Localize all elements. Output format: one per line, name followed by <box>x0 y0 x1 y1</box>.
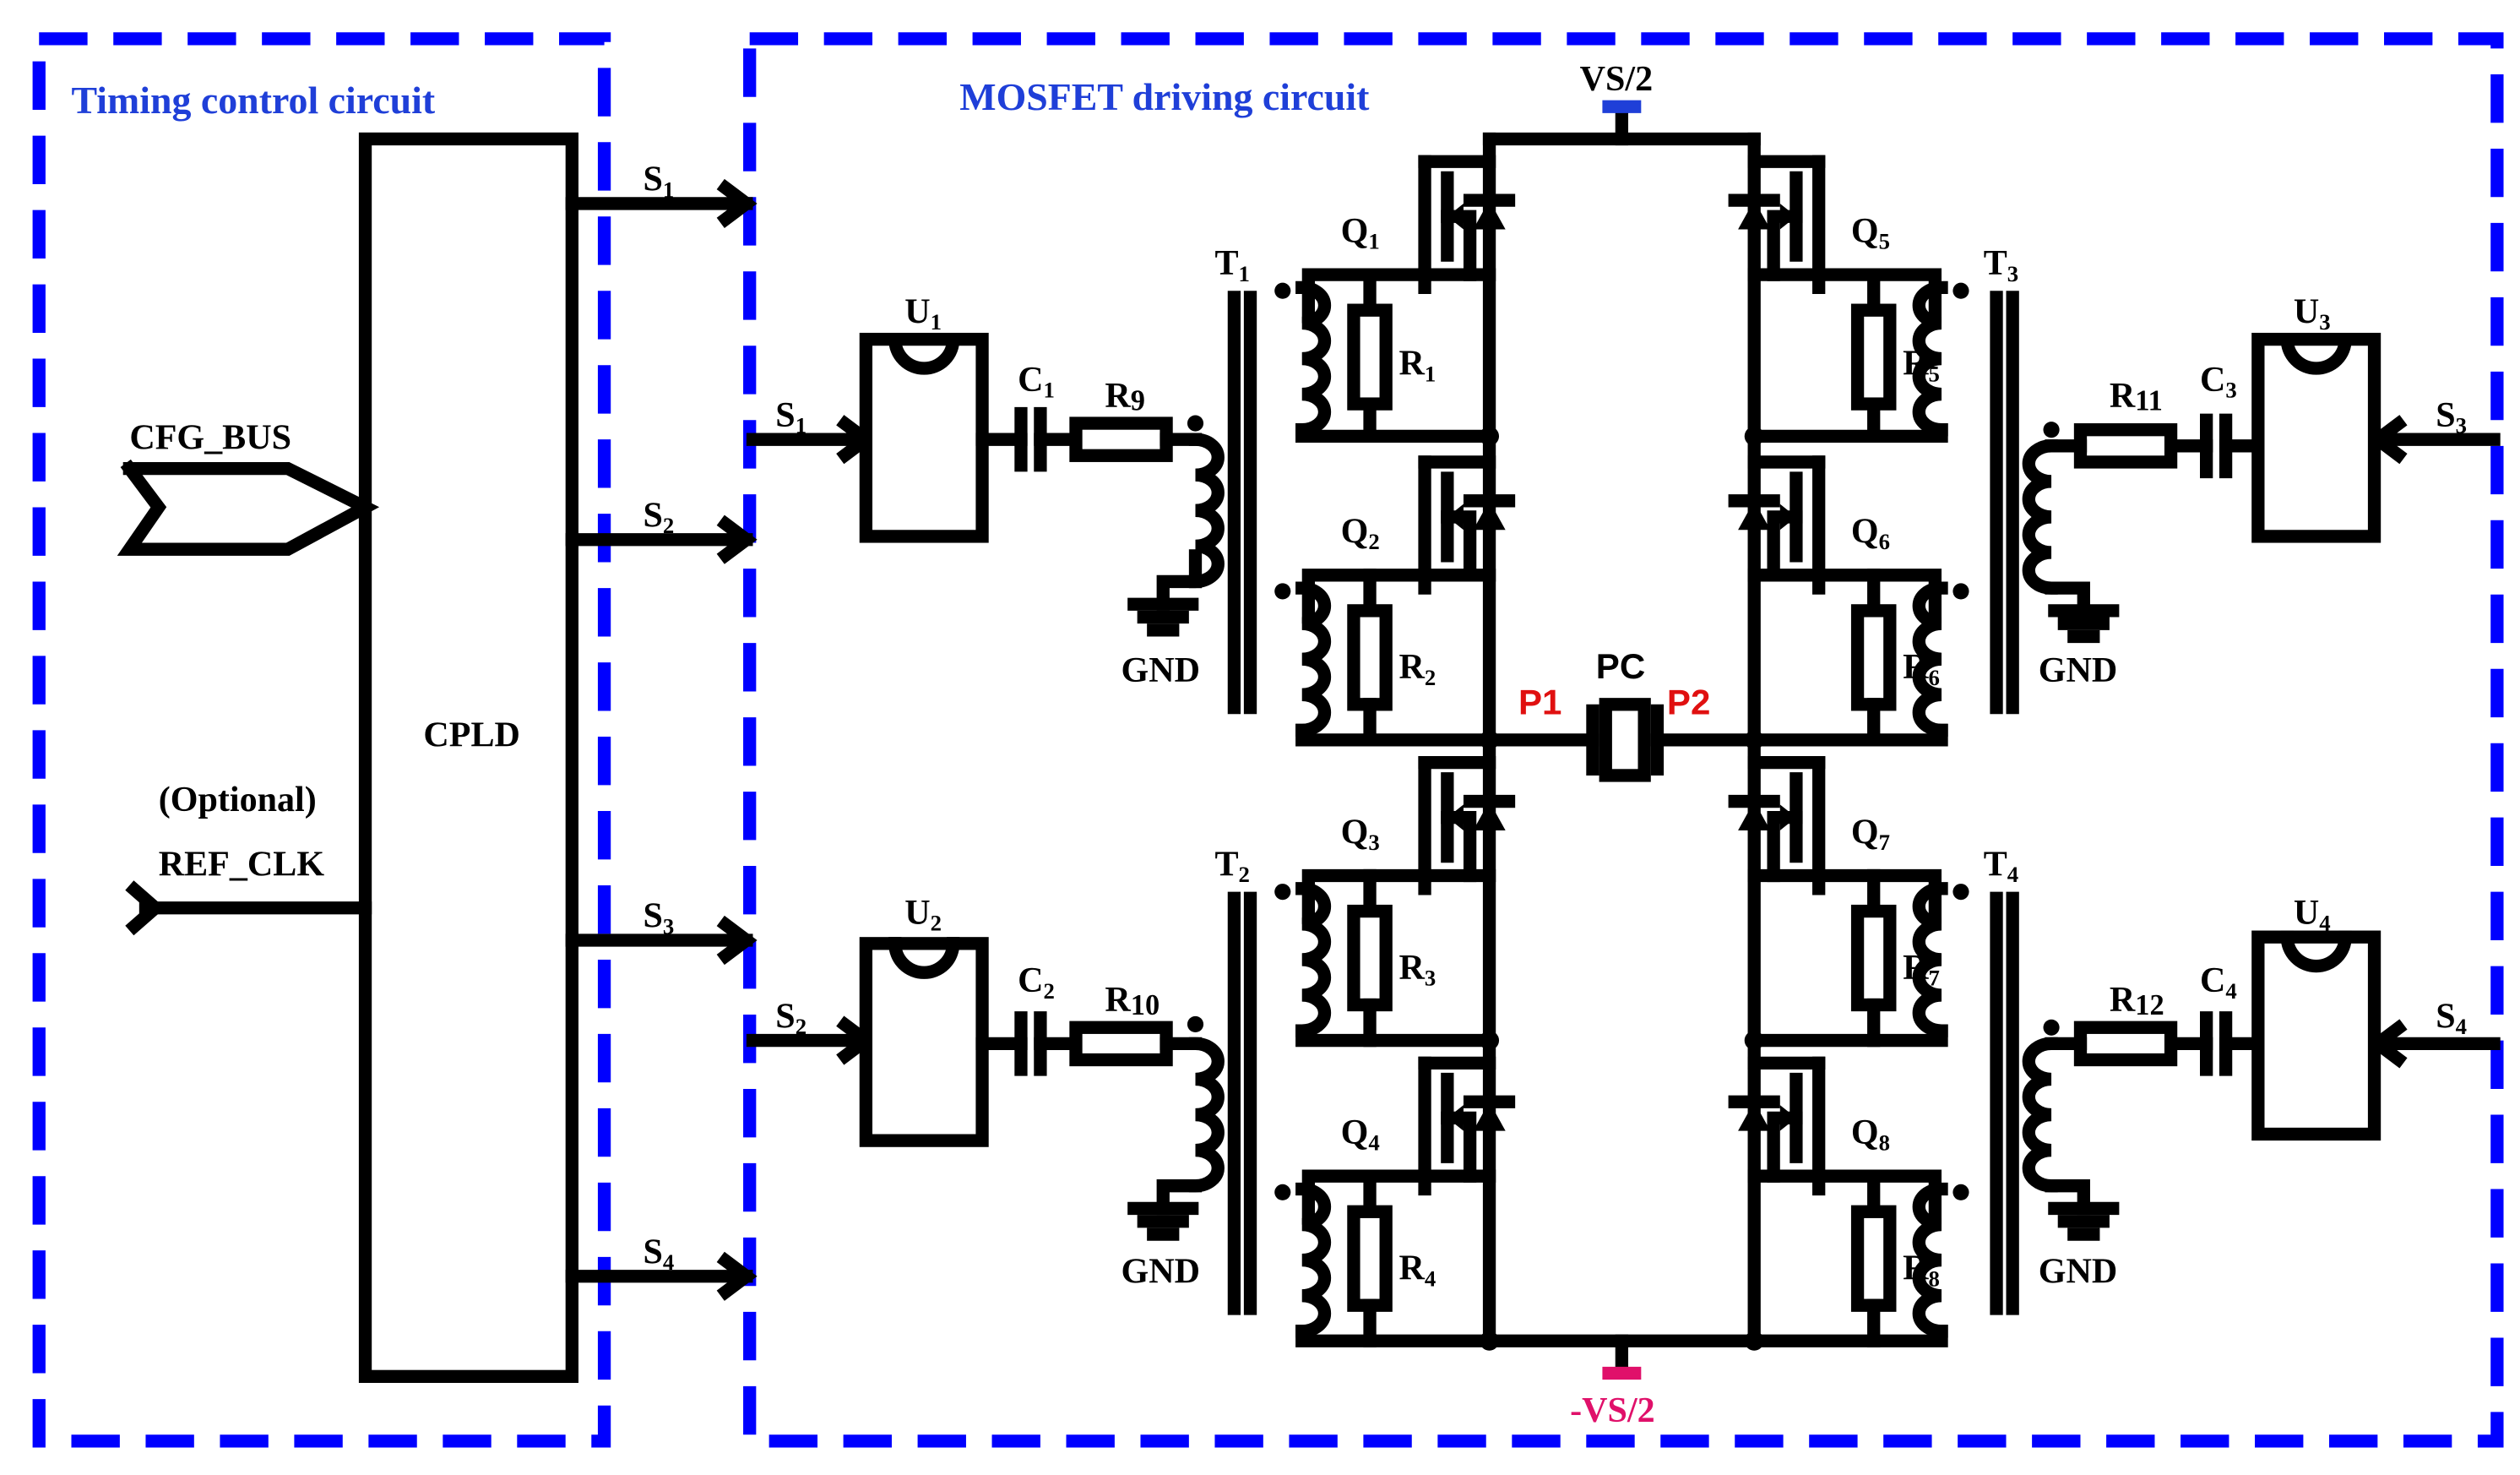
driver-u3 <box>2028 340 2501 637</box>
svg-text:R7: R7 <box>1903 949 1940 991</box>
driver-u2 <box>746 944 1219 1234</box>
svg-text:GND: GND <box>2039 651 2117 690</box>
svg-text:Q5: Q5 <box>1851 212 1890 254</box>
svg-text:R10: R10 <box>1105 981 1160 1021</box>
mosfet-q4-cell <box>1274 1056 1516 1347</box>
svg-text:T2: T2 <box>1214 846 1249 888</box>
mosfet-q7-cell <box>1728 755 1969 1048</box>
svg-text:Q2: Q2 <box>1341 513 1380 555</box>
svg-text:C1: C1 <box>1018 361 1055 403</box>
svg-text:T1: T1 <box>1214 244 1249 286</box>
s1-out-label: S <box>643 161 662 199</box>
svg-text:U2: U2 <box>904 894 942 936</box>
svg-text:U3: U3 <box>2294 292 2331 335</box>
svg-text:GND: GND <box>1122 651 1200 690</box>
transformer-t2-core <box>1227 891 1257 1315</box>
mosfet-q5-cell <box>1728 155 1969 443</box>
svg-text:Q7: Q7 <box>1851 813 1890 855</box>
svg-text:GND: GND <box>1122 1252 1200 1291</box>
mosfet-q1-cell <box>1274 155 1516 443</box>
svg-text:R8: R8 <box>1903 1249 1940 1292</box>
svg-text:S1: S1 <box>643 161 674 203</box>
svg-text:R1: R1 <box>1398 345 1436 387</box>
svg-text:R11: R11 <box>2110 377 2163 417</box>
cpld-block <box>358 132 578 1383</box>
mosfet-section-border <box>743 32 2504 1448</box>
vs-pos-label: VS/2 <box>1580 60 1654 99</box>
svg-text:Q8: Q8 <box>1851 1113 1890 1156</box>
svg-text:R6: R6 <box>1903 648 1940 690</box>
svg-text:S2: S2 <box>775 997 807 1039</box>
vs-neg-label: -VS/2 <box>1570 1391 1654 1430</box>
transformer-t1-core <box>1227 291 1257 715</box>
mosfet-q2-cell <box>1274 455 1516 747</box>
svg-text:C4: C4 <box>2200 961 2237 1004</box>
svg-text:U1: U1 <box>904 292 942 335</box>
cpld-label: CPLD <box>423 716 520 755</box>
svg-text:T4: T4 <box>1984 846 2018 888</box>
mosfet-q3-cell <box>1274 755 1516 1048</box>
svg-text:S1: S1 <box>775 396 807 438</box>
timing-section-title: Timing control circuit <box>71 79 435 122</box>
s4-out-label: S <box>643 1233 662 1271</box>
ref-clk-label: REF_CLK <box>159 846 325 884</box>
component-labels: S1 S2 S3 S4 U1 U2 U3 U4 C1 C2 C3 C4 R9 R… <box>775 212 2467 1292</box>
svg-text:S4: S4 <box>643 1233 674 1275</box>
mosfet-q8-cell <box>1728 1056 1969 1347</box>
cfg-bus-label: CFG_BUS <box>129 419 291 458</box>
cfg-bus-arrow <box>117 459 380 556</box>
svg-text:T3: T3 <box>1984 244 2018 286</box>
svg-text:R5: R5 <box>1903 345 1940 387</box>
svg-text:Q1: Q1 <box>1341 212 1380 254</box>
junction-dots <box>1480 426 1764 1351</box>
bridge-wiring <box>1482 103 1761 1377</box>
svg-text:S4: S4 <box>2436 997 2467 1039</box>
svg-text:C2: C2 <box>1018 961 1055 1004</box>
svg-text:R9: R9 <box>1105 377 1145 417</box>
mosfet-section-title: MOSFET driving circuit <box>959 75 1370 118</box>
timing-section-border <box>32 32 611 1448</box>
svg-text:S3: S3 <box>643 897 674 939</box>
pc-label: PC <box>1596 646 1645 686</box>
cpld-outputs <box>565 178 758 1301</box>
svg-text:Q4: Q4 <box>1341 1113 1380 1156</box>
svg-text:C3: C3 <box>2200 361 2237 403</box>
optional-label: (Optional) <box>159 781 317 819</box>
svg-text:GND: GND <box>2039 1252 2117 1291</box>
mosfet-q6-cell <box>1728 455 1969 747</box>
svg-text:U4: U4 <box>2294 894 2331 936</box>
svg-text:S2: S2 <box>643 496 674 538</box>
svg-text:R4: R4 <box>1398 1249 1436 1292</box>
p2-label: P2 <box>1667 682 1710 721</box>
svg-text:Q6: Q6 <box>1851 513 1890 555</box>
transformer-t4-core <box>1990 891 2019 1315</box>
driver-u4 <box>2028 937 2501 1234</box>
svg-text:R12: R12 <box>2110 981 2164 1021</box>
s3-out-label: S <box>643 897 662 936</box>
svg-text:S3: S3 <box>2436 396 2467 438</box>
svg-text:R3: R3 <box>1398 949 1436 991</box>
transformer-t3-core <box>1990 291 2019 715</box>
svg-text:Q3: Q3 <box>1341 813 1380 855</box>
s2-out-label: S <box>643 496 662 535</box>
driver-u1 <box>746 340 1219 630</box>
p1-label: P1 <box>1518 682 1561 721</box>
svg-text:R2: R2 <box>1398 648 1436 690</box>
